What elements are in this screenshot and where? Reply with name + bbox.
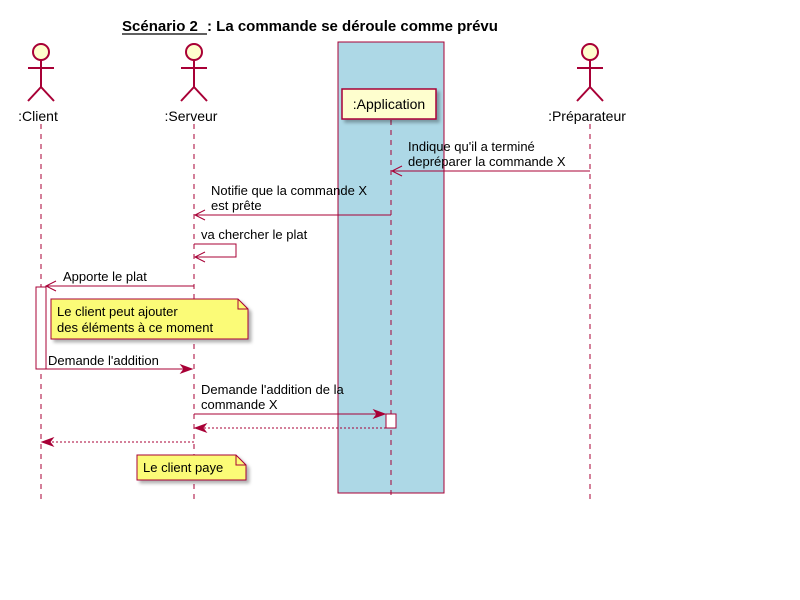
actor-client-label: :Client xyxy=(18,108,58,124)
note-client-add-items xyxy=(50,298,249,340)
note-fold xyxy=(235,455,246,466)
message-label-line1: Demande l'addition de la xyxy=(201,382,344,397)
open-arrowhead-icon xyxy=(390,165,403,177)
message-label: Demande l'addition xyxy=(48,353,159,368)
message-label-line1: Indique qu'il a terminé xyxy=(408,139,535,154)
message-fetch-dish: va chercher le plat xyxy=(193,227,308,263)
note-fold xyxy=(237,299,248,310)
note-text: Le client paye xyxy=(143,460,223,475)
stick-figure-icon xyxy=(27,43,55,102)
diagram-title: Scénario 2 : La commande se déroule comm… xyxy=(122,18,498,35)
client-activation-bar xyxy=(35,286,47,370)
open-arrowhead-icon xyxy=(44,280,57,292)
actor-serveur-label: :Serveur xyxy=(165,108,218,124)
participant-application-box xyxy=(341,88,437,120)
message-label: Apporte le plat xyxy=(63,269,147,284)
message-preparation-done: Indique qu'il a terminé depréparer la co… xyxy=(390,139,590,177)
actor-preparateur-label: :Préparateur xyxy=(548,108,626,124)
message-request-order-bill: Demande l'addition de la commande X xyxy=(194,382,387,420)
message-label-line2: commande X xyxy=(201,397,278,412)
message-bring-dish: Apporte le plat xyxy=(44,269,194,292)
participant-application: :Application xyxy=(341,88,437,120)
stick-figure-icon xyxy=(180,43,208,102)
message-label-line1: Notifie que la commande X xyxy=(211,183,367,198)
open-arrowhead-icon xyxy=(193,209,206,221)
filled-arrowhead-icon xyxy=(372,408,387,420)
message-label-line2: depréparer la commande X xyxy=(408,154,566,169)
note-client-pays xyxy=(136,454,247,481)
return-serveur-to-client xyxy=(40,436,194,448)
message-label: va chercher le plat xyxy=(201,227,308,242)
self-call-line xyxy=(194,243,237,258)
filled-arrowhead-icon xyxy=(179,363,194,375)
open-arrowhead-icon xyxy=(193,251,206,263)
note-line2: des éléments à ce moment xyxy=(57,320,213,335)
filled-arrowhead-icon xyxy=(40,436,55,448)
note-line1: Le client peut ajouter xyxy=(57,304,178,319)
stick-figure-icon xyxy=(576,43,604,102)
return-application-to-serveur xyxy=(193,422,386,434)
message-notify-ready: Notifie que la commande X est prête xyxy=(193,183,391,221)
note-box xyxy=(50,298,249,340)
participant-application-label: :Application xyxy=(353,96,425,112)
actor-preparateur: :Préparateur xyxy=(548,43,626,124)
application-activation-bar xyxy=(385,413,397,429)
title-rest: : La commande se déroule comme prévu xyxy=(207,18,498,35)
title-prefix: Scénario 2 xyxy=(122,18,198,35)
message-request-bill: Demande l'addition xyxy=(46,353,194,375)
filled-arrowhead-icon xyxy=(193,422,208,434)
actor-client: :Client xyxy=(18,43,58,124)
note-box xyxy=(136,454,247,481)
message-label-line2: est prête xyxy=(211,198,262,213)
actor-serveur: :Serveur xyxy=(165,43,218,124)
